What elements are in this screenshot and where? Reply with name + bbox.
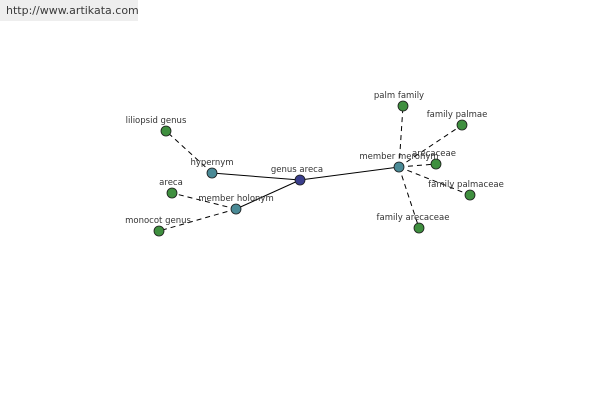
source-link[interactable]: http://www.artikata.com: [0, 0, 139, 21]
label-member-holonym: member holonym: [198, 194, 273, 204]
node-palm-family[interactable]: [397, 100, 409, 112]
label-family-palmae: family palmae: [427, 110, 488, 120]
node-monocot-genus[interactable]: [153, 225, 165, 237]
label-monocot-genus: monocot genus: [125, 216, 191, 226]
label-arecaceae: arecaceae: [412, 149, 456, 159]
edge-holonym-areca: [171, 192, 237, 210]
edge-meronym-family-arecaceae: [398, 166, 420, 229]
node-family-palmae[interactable]: [456, 119, 468, 131]
node-areca[interactable]: [166, 187, 178, 199]
label-hypernym: hypernym: [190, 158, 233, 168]
edge-center-hypernym: [211, 172, 301, 181]
node-arecaceae[interactable]: [430, 158, 442, 170]
edge-hypernym-liliopsid-genus: [165, 130, 213, 174]
edge-holonym-monocot-genus: [158, 208, 237, 232]
node-hypernym[interactable]: [206, 167, 218, 179]
label-areca: areca: [159, 178, 183, 188]
node-genus-areca[interactable]: [294, 174, 306, 186]
edge-center-holonym: [235, 179, 301, 210]
label-palm-family: palm family: [374, 91, 424, 101]
label-liliopsid-genus: liliopsid genus: [126, 116, 187, 126]
edge-meronym-palm-family: [398, 105, 404, 168]
node-member-holonym[interactable]: [230, 203, 242, 215]
node-member-meronym[interactable]: [393, 161, 405, 173]
node-family-palmaceae[interactable]: [464, 189, 476, 201]
node-family-arecaceae[interactable]: [413, 222, 425, 234]
node-liliopsid-genus[interactable]: [160, 125, 172, 137]
label-family-arecaceae: family arecaceae: [377, 213, 450, 223]
edge-meronym-arecaceae: [398, 163, 437, 168]
label-member-meronym: member meronym: [359, 152, 438, 162]
edge-meronym-family-palmaceae: [398, 166, 471, 196]
edge-center-meronym: [299, 166, 400, 181]
edge-meronym-family-palmae: [398, 124, 463, 168]
label-genus-areca: genus areca: [271, 165, 323, 175]
label-family-palmaceae: family palmaceae: [428, 180, 504, 190]
